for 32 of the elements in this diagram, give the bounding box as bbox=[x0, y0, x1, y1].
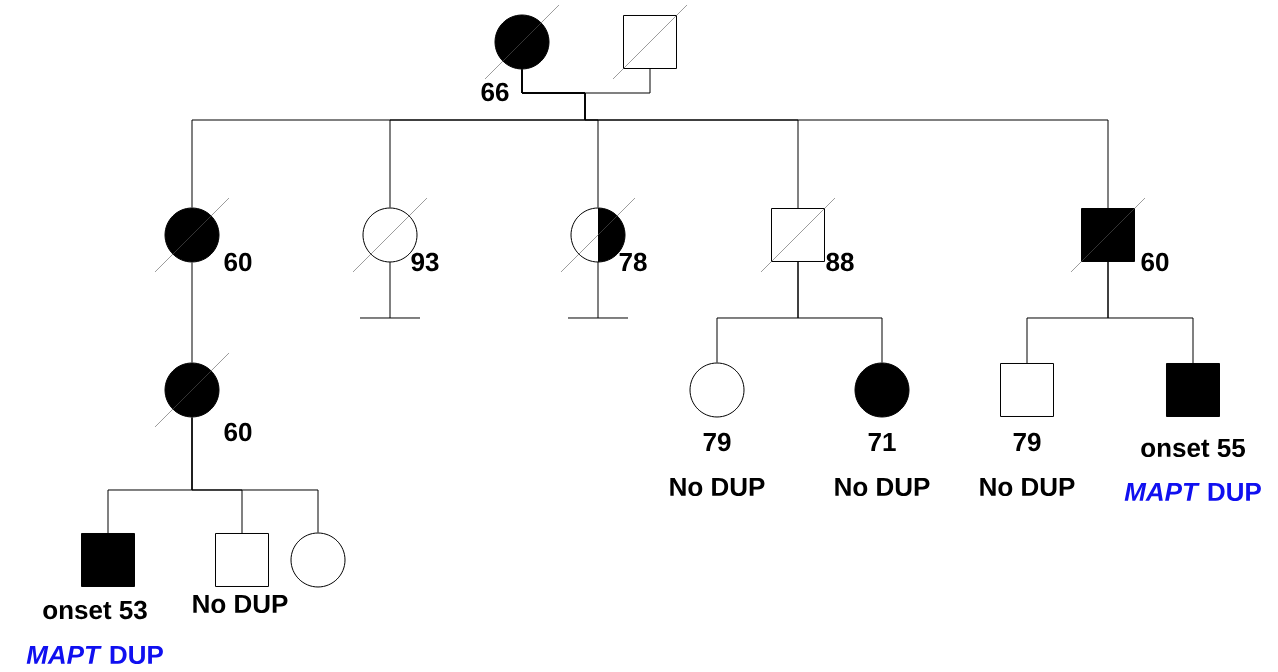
pedigree-line bbox=[1107, 261, 1194, 364]
pedigree-line bbox=[191, 417, 319, 533]
pedigree-square bbox=[612, 4, 688, 80]
pedigree-circle bbox=[854, 362, 910, 418]
annotation-text: onset 53 bbox=[43, 600, 147, 620]
annotation-text: 60 bbox=[1141, 252, 1169, 272]
pedigree-circle bbox=[689, 362, 745, 418]
annotation-text: 60 bbox=[224, 252, 252, 272]
annotation-text: No DUP bbox=[835, 477, 930, 497]
pedigree-square bbox=[1000, 363, 1054, 417]
pedigree-line bbox=[797, 261, 883, 363]
pedigree-line bbox=[191, 262, 193, 363]
annotation-text: 60 bbox=[224, 422, 252, 442]
pedigree-square bbox=[81, 533, 135, 587]
annotation-text: No DUP bbox=[193, 594, 288, 614]
annotation-text: MAPT DUP bbox=[26, 645, 163, 665]
annotation-text: No DUP bbox=[670, 477, 765, 497]
annotation-text: MAPT DUP bbox=[1124, 482, 1261, 502]
pedigree-line bbox=[521, 69, 1109, 209]
annotation-text: 79 bbox=[703, 432, 731, 452]
annotation-text: 79 bbox=[1013, 432, 1041, 452]
pedigree-circle bbox=[484, 4, 560, 80]
pedigree-square bbox=[1166, 363, 1220, 417]
annotation-text: 66 bbox=[481, 82, 509, 102]
annotation-text: onset 55 bbox=[1141, 438, 1245, 458]
annotation-text: No DUP bbox=[980, 477, 1075, 497]
pedigree-square bbox=[215, 533, 269, 587]
pedigree-circle bbox=[290, 532, 346, 588]
annotation-text: 78 bbox=[619, 252, 647, 272]
annotation-text: 71 bbox=[868, 433, 896, 451]
annotation-text: 88 bbox=[826, 252, 854, 272]
annotation-text: 93 bbox=[411, 252, 439, 272]
